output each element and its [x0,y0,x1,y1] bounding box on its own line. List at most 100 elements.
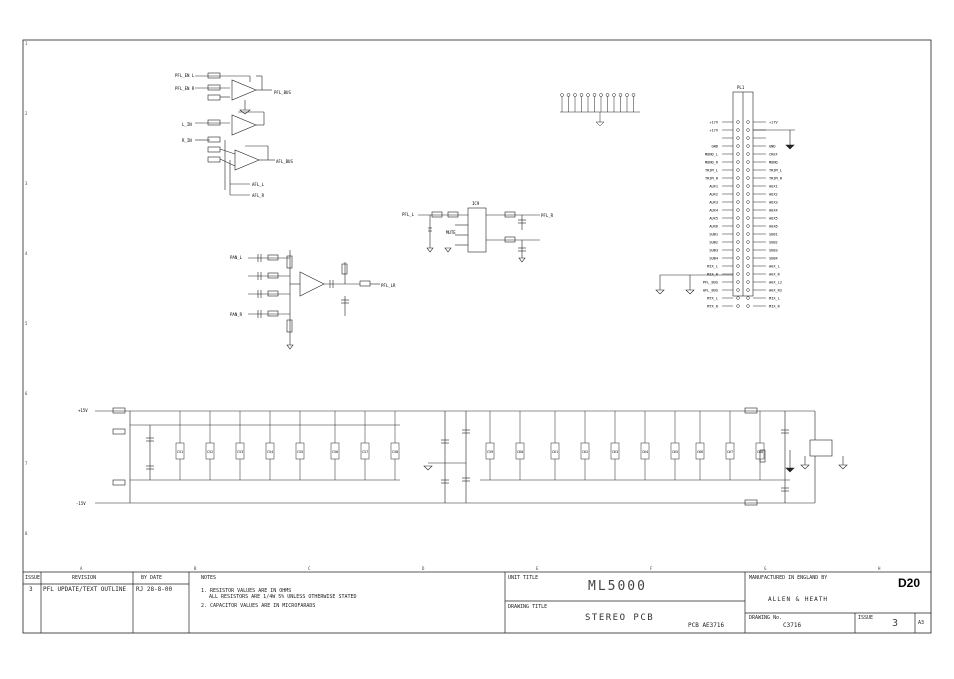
cap-label: C65 [672,450,678,454]
cap-label: C51 [177,450,183,454]
grid-row-marker: 3 [25,181,28,186]
issue-label: ISSUE [858,615,874,621]
link-pin [605,93,610,97]
date-value: RJ 28-8-00 [136,586,173,593]
pin-left [736,280,740,284]
grid-column-marker: G [764,566,767,571]
pin-label-right: +17V [769,121,778,125]
pin-left [736,240,740,244]
drawing-number: C3716 [783,622,802,629]
grid-column-marker: C [308,566,311,571]
pin-label-right: AUX_L [769,265,780,269]
label-ic-pfl: IC9 [472,201,480,206]
pin-label-right: TRIM_R [769,177,783,181]
label-pfl-en-r: PFL_EN R [175,86,195,91]
sheet-size: A3 [918,620,925,626]
label-pfl-en-l: PFL_EN L [175,73,195,78]
link-pin [579,93,584,97]
pin-right [746,128,750,132]
pin-right [746,264,750,268]
pin-label-left: AUX6 [709,225,718,229]
pin-right [746,208,750,212]
label-connector: PL1 [737,85,745,90]
pin-label-right: GND [769,145,776,149]
cap-label: C68 [757,450,763,454]
pin-label-right: AUX4 [769,209,778,213]
link-pin [599,93,603,97]
cap-label: C55 [297,450,303,454]
pin-label-left: TRIM_L [705,169,718,173]
grid-row-marker: 8 [25,531,28,536]
pin-label-right: AUX_R [769,273,781,277]
link-pin [573,93,577,97]
pin-right [746,160,750,164]
pin-left [736,144,740,148]
pin-label-right: TRIM_L [769,169,782,173]
drawing-title: STEREO PCB [585,613,655,623]
grid-column-marker: B [194,566,197,571]
grid-row-marker: 4 [25,251,28,256]
pin-right [746,184,750,188]
pin-label-right: AUX6 [769,225,778,229]
pin-label-right: AUX_L2 [769,281,782,285]
grid-column-marker: A [80,566,83,571]
pin-label-left: AUX4 [709,209,718,213]
pin-label-left: MTX_L [707,297,718,301]
pin-right [746,280,750,284]
pin-left [736,184,740,188]
pfl-switch-circuit [418,207,540,263]
drawing-border [22,39,932,634]
pin-left [736,152,740,156]
link-header [560,93,640,127]
link-pin [566,93,571,97]
pin-right [746,288,750,292]
label-pan-r: PAN_R [230,312,243,317]
pin-left [736,224,740,228]
cap-label: C54 [267,450,273,454]
pan-mixer-circuit [248,250,380,350]
pin-left [736,128,740,132]
cap-label: C58 [392,450,398,454]
grid-column-marker: F [650,566,653,571]
cap-label: C67 [727,450,733,454]
grid-row-marker: 5 [25,321,28,326]
pfl-summing-circuit [195,72,275,196]
pin-label-left: MTX_R [707,305,719,309]
pin-right [746,304,750,308]
pin-left [736,232,740,236]
grid-row-marker: 1 [25,41,28,46]
cap-label: C60 [517,450,523,454]
pin-right [746,216,750,220]
label-pfl-r: PFL_R [541,213,554,218]
unit-title-label: UNIT TITLE [508,575,539,581]
pin-left [736,288,740,292]
pin-label-right: AUX_R2 [769,289,782,293]
pin-label-right: MONO [769,161,778,165]
label-afl-l: AFL_L [252,182,265,187]
decoupling-circuit [95,407,848,506]
cap-label: C52 [207,450,213,454]
pin-left [736,176,740,180]
cap-label: C66 [697,450,703,454]
drawing-no-label: DRAWING No. [749,615,783,621]
pin-label-right: MIX_R [769,305,781,309]
grid-column-marker: H [878,566,881,571]
link-pin [631,93,636,97]
pin-label-left: MIX_L [707,265,718,269]
pin-right [746,240,750,244]
pin-right [746,232,750,236]
pin-label-right: AUX1 [769,185,778,189]
label-pfl-l: PFL_L [402,212,415,217]
pin-label-right: AUX5 [769,217,778,221]
pin-right [746,200,750,204]
drawing-title-label: DRAWING TITLE [508,604,548,610]
manufacturer-name: ALLEN & HEATH [768,596,828,603]
pin-left [736,272,740,276]
pin-right [746,120,750,124]
issue-value: 3 [29,586,33,593]
pin-label-left: SUB4 [709,257,718,261]
